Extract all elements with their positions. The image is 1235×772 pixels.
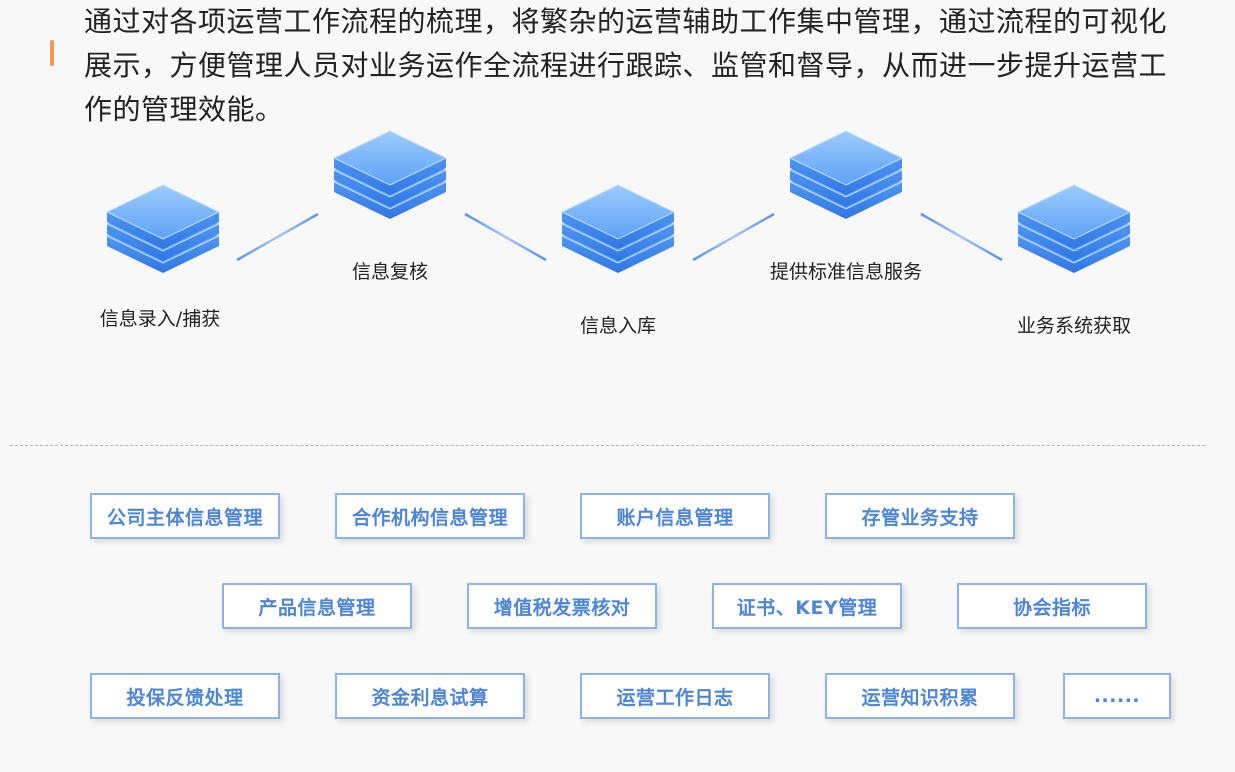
accent-bar — [50, 40, 54, 66]
process-flow-diagram — [105, 130, 1132, 273]
flow-node-label: 信息录入/捕获 — [99, 308, 221, 330]
function-tag: 投保反馈处理 — [90, 673, 280, 719]
flow-connector-1 — [236, 212, 319, 262]
flow-node-label: 业务系统获取 — [1016, 315, 1132, 337]
flow-connector-3 — [692, 212, 775, 262]
flow-node-4-stacked-layers-icon — [788, 130, 904, 219]
flow-node-1-stacked-layers-icon — [105, 184, 221, 273]
flow-connector-2 — [464, 212, 547, 262]
function-tag: 公司主体信息管理 — [90, 493, 280, 539]
function-tag: 账户信息管理 — [580, 493, 770, 539]
dashed-divider — [10, 445, 1205, 446]
intro-paragraph: 通过对各项运营工作流程的梳理，将繁杂的运营辅助工作集中管理，通过流程的可视化展示… — [84, 5, 1168, 126]
flow-node-5-stacked-layers-icon — [1016, 184, 1132, 273]
function-tag: 产品信息管理 — [222, 583, 412, 629]
flow-node-label: 信息入库 — [579, 315, 657, 337]
function-tag: 协会指标 — [957, 583, 1147, 629]
function-tag: 存管业务支持 — [825, 493, 1015, 539]
flow-node-3-stacked-layers-icon — [560, 184, 676, 273]
flow-connector-4 — [920, 212, 1003, 262]
flow-node-2-stacked-layers-icon — [332, 130, 448, 219]
function-tag: 合作机构信息管理 — [335, 493, 525, 539]
function-tag: 增值税发票核对 — [467, 583, 657, 629]
flow-node-label: 提供标准信息服务 — [769, 261, 923, 283]
function-tag: 运营工作日志 — [580, 673, 770, 719]
function-tag: 运营知识积累 — [825, 673, 1015, 719]
more-tag: ...... — [1063, 673, 1171, 719]
flow-node-label: 信息复核 — [351, 261, 429, 283]
function-tag: 证书、KEY管理 — [712, 583, 902, 629]
function-tag: 资金利息试算 — [335, 673, 525, 719]
